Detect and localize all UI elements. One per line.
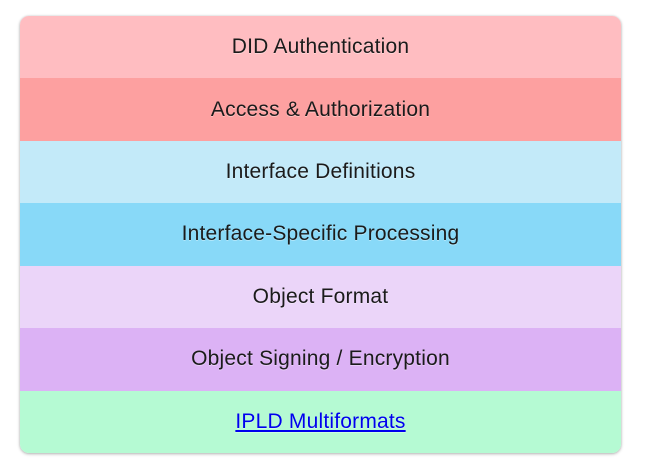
layer-stack: DID Authentication Access & Authorizatio… [20,16,621,453]
layer-label: Interface-Specific Processing [181,222,460,246]
layer-object-format: Object Format [20,265,621,329]
layer-label: Object Format [252,284,389,308]
layer-did-authentication: DID Authentication [20,16,621,79]
layer-access-authorization: Access & Authorization [20,78,621,141]
layer-interface-definitions: Interface Definitions [20,140,621,204]
layer-label: Object Signing / Encryption [191,347,450,371]
ipld-multiformats-link[interactable]: IPLD Multiformats [235,409,406,433]
layer-label: Interface Definitions [225,160,416,184]
layer-label: DID Authentication [231,35,410,59]
layer-label: Access & Authorization [210,97,431,121]
layer-interface-specific-processing: Interface-Specific Processing [20,203,621,266]
layer-ipld-multiformats: IPLD Multiformats [20,390,621,453]
layer-object-signing-encryption: Object Signing / Encryption [20,328,621,391]
